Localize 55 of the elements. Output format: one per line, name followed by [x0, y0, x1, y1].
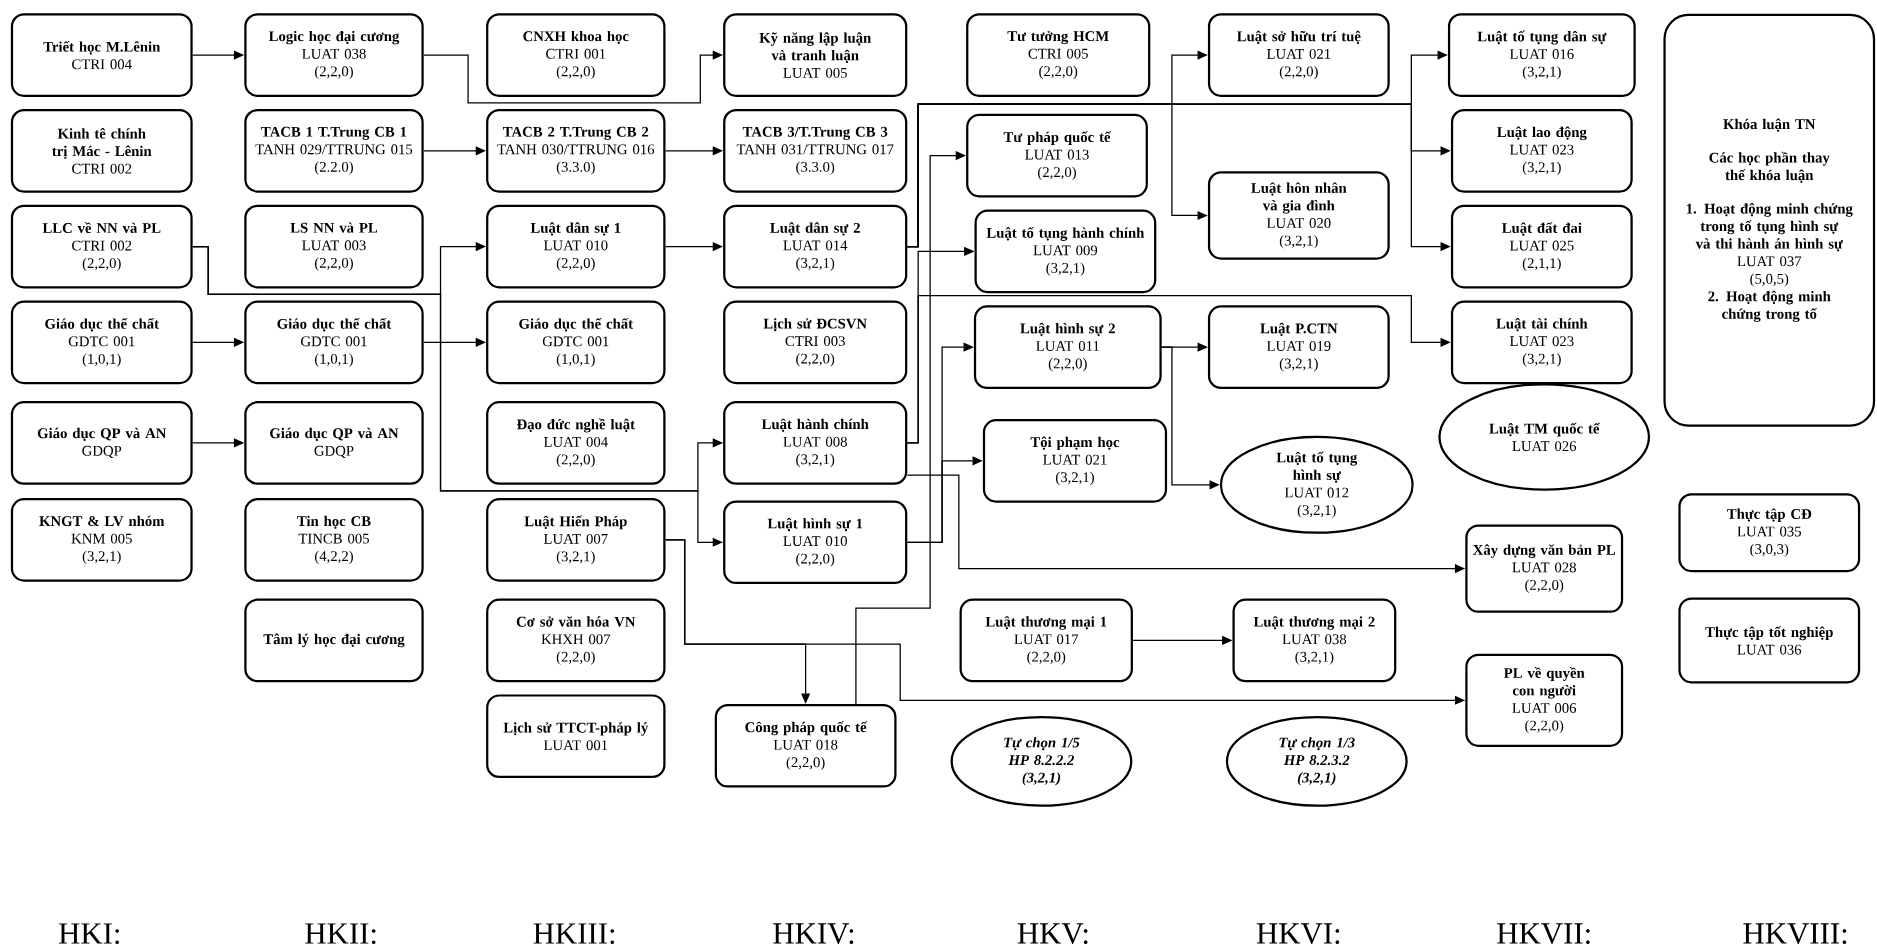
- course-box: Luật Hiến Pháp LUAT 007 (3,2,1): [486, 497, 666, 582]
- course-box: Lịch sử TTCT-pháp lý LUAT 001: [486, 694, 666, 778]
- semester-label: HKIV:: [773, 923, 854, 944]
- course-box: Luật hình sự 2 LUAT 011 (2,2,0): [973, 305, 1162, 389]
- course-box: Giáo dục thể chất GDTC 001 (1,0,1): [244, 300, 424, 385]
- course-box: Luật thương mại 2 LUAT 038 (3,2,1): [1232, 598, 1397, 683]
- course-box: Luật dân sự 1 LUAT 010 (2,2,0): [486, 204, 666, 289]
- semester-label: HKII:: [305, 923, 376, 944]
- course-box: Logic học đại cương LUAT 038 (2,2,0): [244, 13, 424, 97]
- course-box: TACB 1 T.Trung CB 1 TANH 029/TTRUNG 015 (2.2.0): [244, 108, 424, 193]
- course-box: Cơ sở văn hóa VN KHXH 007 (2,2,0): [486, 598, 666, 683]
- course-box: Kỹ năng lập luận và tranh luận LUAT 005: [723, 13, 908, 97]
- course-box: Giáo dục thể chất GDTC 001 (1,0,1): [486, 300, 666, 385]
- course-box: LLC về NN và PL CTRI 002 (2,2,0): [10, 204, 193, 289]
- course-box: Luật P.CTN LUAT 019 (3,2,1): [1207, 305, 1390, 389]
- course-box: Luật tố tụng hành chính LUAT 009 (3,2,1): [974, 209, 1157, 294]
- course-box: TACB 3/T.Trung CB 3 TANH 031/TTRUNG 017 (3.3.0): [723, 108, 908, 193]
- course-box: Giáo dục thể chất GDTC 001 (1,0,1): [10, 300, 193, 385]
- course-box: Luật hôn nhân và gia đình LUAT 020 (3,2,1): [1207, 171, 1390, 260]
- semester-label: HKVIII:: [1743, 923, 1847, 944]
- semester-label: HKVII:: [1497, 923, 1590, 944]
- course-box: Tư pháp quốc tế LUAT 013 (2,2,0): [966, 113, 1148, 198]
- course-box: CNXH khoa học CTRI 001 (2,2,0): [486, 13, 666, 97]
- semester-label: HKV:: [1017, 923, 1088, 944]
- course-box: Luật hành chính LUAT 008 (3,2,1): [723, 401, 908, 485]
- course-box: Luật lao động LUAT 023 (3,2,1): [1450, 108, 1633, 193]
- course-box: Giáo dục QP và AN GDQP: [10, 401, 193, 485]
- course-box: Công pháp quốc tế LUAT 018 (2,2,0): [714, 703, 897, 788]
- course-box: LS NN và PL LUAT 003 (2,2,0): [244, 204, 424, 289]
- course-box: Luật dân sự 2 LUAT 014 (3,2,1): [723, 204, 908, 289]
- course-box: Thực tập CĐ LUAT 035 (3,0,3): [1678, 493, 1861, 572]
- course-box: Tâm lý học đại cương: [244, 598, 424, 683]
- course-box: Giáo dục QP và AN GDQP: [244, 401, 424, 485]
- course-box: Luật sở hữu trí tuệ LUAT 021 (2,2,0): [1207, 13, 1390, 97]
- course-box: Tin học CB TINCB 005 (4,2,2): [244, 497, 424, 582]
- course-box: Kinh tê chính trị Mác - Lênin CTRI 002: [10, 108, 193, 193]
- course-box: Lịch sử ĐCSVN CTRI 003 (2,2,0): [723, 300, 908, 385]
- course-box: Luật tố tụng dân sự LUAT 016 (3,2,1): [1447, 13, 1636, 97]
- course-box: Luật thương mại 1 LUAT 017 (2,2,0): [959, 598, 1133, 683]
- course-box: KNGT & LV nhóm KNM 005 (3,2,1): [10, 497, 193, 582]
- course-box: Luật hình sự 1 LUAT 010 (2,2,0): [723, 500, 908, 584]
- course-box: Xây dựng văn bản PL LUAT 028 (2,2,0): [1465, 524, 1624, 613]
- semester-label: HKIII:: [533, 923, 615, 944]
- course-box: PL về quyền con người LUAT 006 (2,2,0): [1465, 653, 1624, 747]
- course-box: Tội phạm học LUAT 021 (3,2,1): [982, 418, 1168, 503]
- thesis-box: Khóa luận TN Các học phần thay thế khóa luận 1. Hoạt động minh chứng trong tố tụng hình sự và thi hành án hình sự LUAT 037 (5,0,5) 2. Hoạt động minh chứng trong tố: [1663, 13, 1876, 427]
- semester-label: HKI:: [58, 923, 119, 944]
- course-box: Đạo đức nghề luật LUAT 004 (2,2,0): [486, 401, 666, 485]
- course-box: Thực tập tốt nghiệp LUAT 036: [1678, 597, 1861, 684]
- course-box: Luật tài chính LUAT 023 (3,2,1): [1450, 300, 1633, 385]
- course-box: Tư tưởng HCM CTRI 005 (2,2,0): [966, 13, 1151, 97]
- course-box: TACB 2 T.Trung CB 2 TANH 030/TTRUNG 016 (3.3.0): [486, 108, 666, 193]
- course-box: Luật đất đai LUAT 025 (2,1,1): [1450, 204, 1633, 289]
- semester-label: HKVI:: [1256, 923, 1340, 944]
- course-box: Triết học M.Lênin CTRI 004: [10, 13, 193, 97]
